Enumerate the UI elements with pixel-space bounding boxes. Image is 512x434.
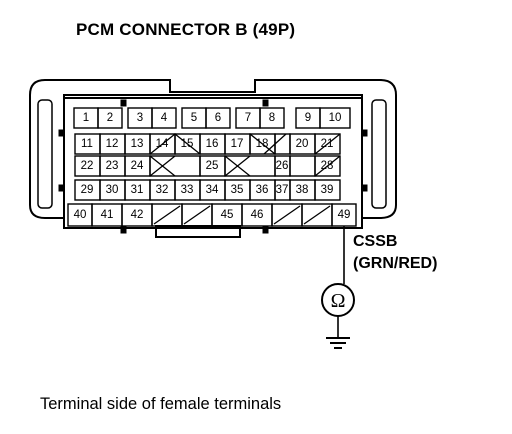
pin-label: 24 <box>131 160 144 172</box>
wire-color-label: (GRN/RED) <box>353 255 438 272</box>
pin-label: 36 <box>256 184 269 196</box>
pin-label: 17 <box>231 138 244 150</box>
pin-label: 13 <box>131 138 144 150</box>
pin-label: 40 <box>74 209 87 221</box>
pin-label: 37 <box>276 184 289 196</box>
pin-label: 11 <box>81 138 93 150</box>
pin-label: 28 <box>321 160 334 172</box>
pin-label: 39 <box>321 184 334 196</box>
pin-row-5 <box>67 203 357 227</box>
pin-label: 10 <box>329 112 342 124</box>
pin-label: 1 <box>83 112 89 124</box>
unused-cavities <box>149 133 341 225</box>
diagram-caption: Terminal side of female terminals <box>40 395 282 413</box>
pin-label: 14 <box>156 138 169 150</box>
pin-labels: 1 2 3 4 5 6 7 8 9 10 11 12 13 14 15 16 1… <box>74 112 351 221</box>
pin-row-1 <box>73 107 351 129</box>
pin-label: 26 <box>276 160 289 172</box>
pin-label: 41 <box>101 209 114 221</box>
pin-label: 2 <box>107 112 113 124</box>
pin-label: 12 <box>106 138 119 150</box>
pin-label: 35 <box>231 184 244 196</box>
pin-label: 3 <box>137 112 143 124</box>
pin-label: 4 <box>161 112 168 124</box>
test-circuit <box>321 226 355 349</box>
pin-label: 38 <box>296 184 309 196</box>
pin-label: 5 <box>191 112 197 124</box>
ohm-symbol: Ω <box>331 290 346 312</box>
pin-label: 31 <box>131 184 144 196</box>
diagram-title: PCM CONNECTOR B (49P) <box>76 20 296 39</box>
connector-housing <box>29 79 397 238</box>
pin-row-4 <box>74 179 341 201</box>
pin-label: 25 <box>206 160 219 172</box>
pin-label: 6 <box>215 112 221 124</box>
pin-label: 21 <box>321 138 334 150</box>
pin-label: 29 <box>81 184 94 196</box>
pin-label: 20 <box>296 138 309 150</box>
pin-label: 22 <box>81 160 94 172</box>
pin-label: 15 <box>181 138 194 150</box>
pin-label: 7 <box>245 112 251 124</box>
pin-label: 34 <box>206 184 219 196</box>
pin-label: 45 <box>221 209 234 221</box>
wire-name-label: CSSB <box>353 233 398 250</box>
pin-label: 46 <box>251 209 264 221</box>
pin-label: 18 <box>256 138 269 150</box>
pin-row-3 <box>74 155 341 177</box>
pin-label: 33 <box>181 184 194 196</box>
pin-row-2 <box>74 133 341 155</box>
pin-label: 42 <box>131 209 144 221</box>
pin-label: 23 <box>106 160 119 172</box>
pin-label: 9 <box>305 112 311 124</box>
pin-label: 16 <box>206 138 219 150</box>
pin-label: 30 <box>106 184 119 196</box>
pin-label: 8 <box>269 112 275 124</box>
ground-icon <box>326 337 350 349</box>
pin-label: 49 <box>338 209 351 221</box>
pin-label: 32 <box>156 184 169 196</box>
